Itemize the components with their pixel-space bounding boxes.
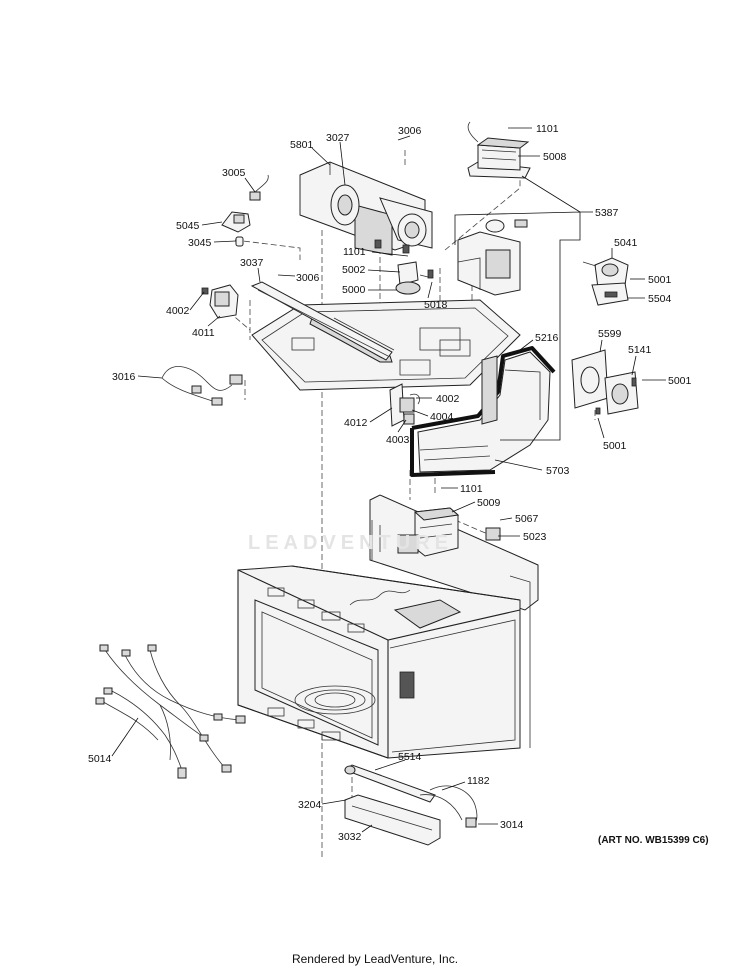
label-5009: 5009	[477, 497, 501, 509]
main-wire-harness	[95, 644, 246, 779]
sensor-parts	[221, 174, 269, 247]
label-5041: 5041	[614, 237, 638, 249]
label-3204: 3204	[298, 799, 322, 811]
waveguide-duct	[410, 346, 556, 477]
label-1101: 1101	[536, 123, 559, 135]
label-4003: 4003	[386, 434, 410, 446]
label-3027: 3027	[326, 132, 350, 144]
label-5141: 5141	[628, 344, 652, 356]
label-5023: 5023	[523, 531, 547, 543]
door-switch-assembly	[389, 383, 420, 427]
magnetron	[369, 494, 539, 611]
label-5801: 5801	[290, 139, 314, 151]
label-4011: 4011	[192, 327, 215, 339]
label-5002: 5002	[342, 264, 366, 276]
footer-credit: Rendered by LeadVenture, Inc.	[291, 952, 459, 966]
vent-grille	[250, 281, 393, 361]
fan-motor-assembly	[299, 161, 433, 256]
cord-clamp	[395, 261, 434, 295]
label-3005: 3005	[222, 167, 246, 179]
label-5387: 5387	[595, 207, 619, 219]
label-5001-motor: 5001	[648, 274, 672, 286]
leader-lines	[111, 127, 666, 833]
magnetron-bracket	[457, 219, 528, 296]
part-labels: 1101 5008 3006 5801 3027 3005 5045 3045 …	[88, 123, 692, 843]
label-5504: 5504	[648, 293, 672, 305]
label-5008: 5008	[543, 151, 567, 163]
stirrer-motor	[582, 257, 629, 306]
label-3045: 3045	[188, 237, 212, 249]
interlock-switch	[201, 284, 239, 319]
label-3014: 3014	[500, 819, 524, 831]
oven-cavity	[237, 565, 531, 759]
label-3037: 3037	[240, 257, 264, 269]
label-5014: 5014	[88, 753, 112, 765]
label-5018: 5018	[424, 299, 448, 311]
wire-harness-3016	[161, 366, 243, 406]
label-5216: 5216	[535, 332, 559, 344]
label-5001-lower: 5001	[603, 440, 627, 452]
watermark-text: LEADVENTURE	[248, 532, 454, 554]
label-1182: 1182	[467, 775, 490, 787]
mounting-plate	[251, 299, 521, 391]
art-number: (ART NO. WB15399 C6)	[598, 835, 709, 846]
label-1101-fan: 1101	[343, 246, 366, 258]
transformer	[467, 121, 531, 179]
label-4002-door: 4002	[436, 393, 460, 405]
label-5000: 5000	[342, 284, 366, 296]
label-5514: 5514	[398, 751, 422, 763]
label-5599: 5599	[598, 328, 622, 340]
label-4012: 4012	[344, 417, 368, 429]
label-1101-magnetron: 1101	[460, 483, 483, 495]
label-5001-panel: 5001	[668, 375, 692, 387]
label-4004: 4004	[430, 411, 454, 423]
lamp-assembly	[343, 764, 478, 846]
label-3006: 3006	[398, 125, 422, 137]
label-4002: 4002	[166, 305, 190, 317]
control-panel-bracket	[571, 349, 639, 415]
label-5045: 5045	[176, 220, 200, 232]
label-3032: 3032	[338, 831, 362, 843]
label-3016: 3016	[112, 371, 136, 383]
label-3006-plate: 3006	[296, 272, 320, 284]
label-5703: 5703	[546, 465, 570, 477]
label-5067: 5067	[515, 513, 539, 525]
